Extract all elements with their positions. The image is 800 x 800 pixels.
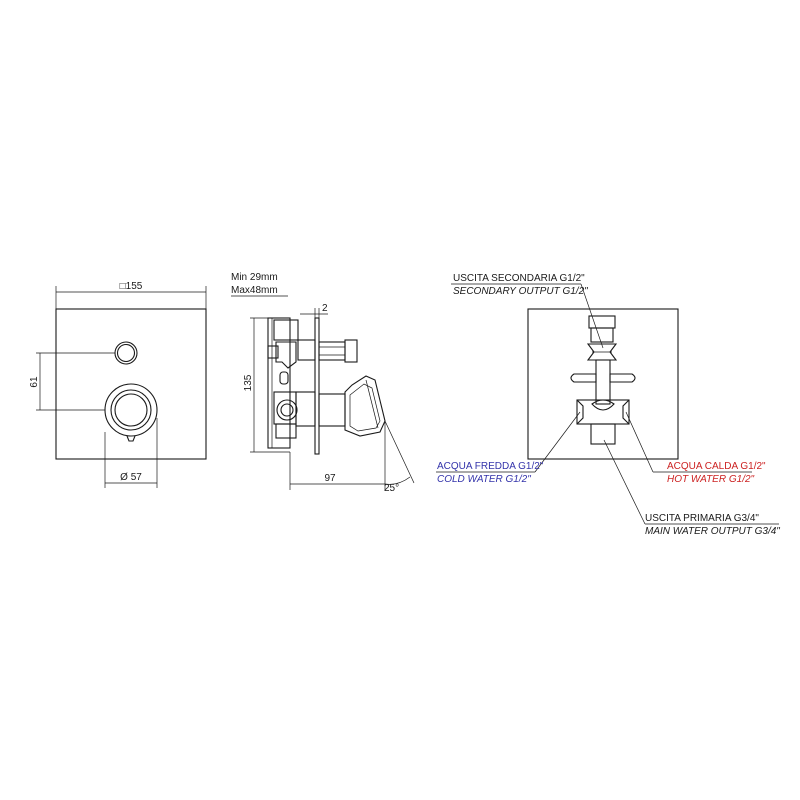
cold-water-leader [534,411,581,473]
mixing-block-center [591,399,615,411]
back-plate-outline [527,308,679,460]
right-mount-bracket [609,373,636,383]
back-body-stem [595,359,611,405]
min-depth-label: Min 29mm [231,272,278,283]
hot-water-label-en: HOT WATER G1/2" [667,474,755,485]
front-plate-outline [55,308,207,460]
lever-handle-inner [349,383,381,432]
cold-water-label-it: ACQUA FREDDA G1/2" [437,461,544,472]
width-label: □155 [120,281,143,292]
side-height-label: 135 [243,374,254,391]
main-handle-outer [104,383,158,437]
upper-knob-side [344,339,358,363]
upper-valve-housing [275,341,297,369]
lower-port-outer [276,399,298,421]
diameter-label: Ø 57 [120,472,142,483]
main-handle-notch [126,435,136,442]
secondary-output-label-en: SECONDARY OUTPUT G1/2" [453,286,588,297]
hot-inlet-flange [622,399,630,425]
angle-label: 25° [384,483,399,494]
diverter-knob-inner [116,343,136,363]
angle-sloped-line [384,420,415,484]
main-output-label-it: USCITA PRIMARIA G3/4" [645,513,759,524]
diverter-knob-outer [114,341,138,365]
valve-body [267,317,291,449]
upper-spindle-base [297,339,316,361]
depth-label: 97 [324,473,336,484]
back-view: USCITA SECONDARIA G1/2" SECONDARY OUTPUT… [436,273,780,537]
upper-side-nut [267,345,279,359]
main-output-leader [603,439,646,525]
main-handle-ring [110,389,152,431]
cold-water-label-en: COLD WATER G1/2" [437,474,531,485]
cold-inlet-flange [576,399,584,425]
hot-water-label-it: ACQUA CALDA G1/2" [667,461,766,472]
bottom-outlet [275,423,297,439]
max-depth-label: Max48mm [231,285,278,296]
lower-spindle-base [295,391,316,427]
main-outlet-fitting [590,423,616,445]
diverter-pin [279,371,289,385]
side-view: Min 29mm Max48mm 2 135 [231,272,415,494]
upper-spindle [318,341,346,361]
angle-arc [384,476,411,485]
lever-handle-ridge [365,379,379,429]
secondary-outlet-fitting [590,327,614,343]
left-mount-bracket [570,373,597,383]
lower-port-inner [280,403,294,417]
main-handle-inner [114,393,148,427]
lower-spindle [318,393,346,427]
secondary-output-label-it: USCITA SECONDARIA G1/2" [453,273,585,284]
hot-water-leader [625,411,654,473]
height-label: 61 [29,376,40,388]
front-view: □155 61 Ø 57 [29,281,207,488]
upper-port-fitting [273,319,299,341]
secondary-output-leader [580,283,604,349]
main-output-label-en: MAIN WATER OUTPUT G3/4" [645,526,780,537]
side-plate [314,317,320,455]
plate-thickness-label: 2 [322,303,328,314]
